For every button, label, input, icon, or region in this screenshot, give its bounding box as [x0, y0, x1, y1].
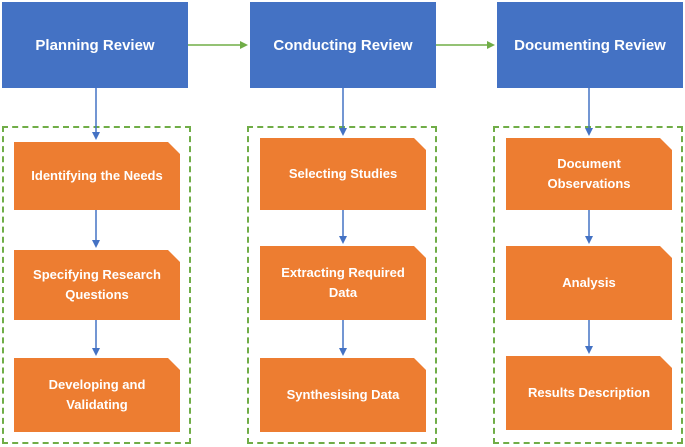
header-conducting-review: Conducting Review [250, 2, 436, 88]
step-results-description: Results Description [506, 356, 672, 430]
step-document-observations: Document Observations [506, 138, 672, 210]
step-synthesising-data: Synthesising Data [260, 358, 426, 432]
step-specifying-research-questions: Specifying Research Questions [14, 250, 180, 320]
group-conducting-review [247, 126, 437, 444]
header-documenting-review: Documenting Review [497, 2, 683, 88]
header-planning-review: Planning Review [2, 2, 188, 88]
step-extracting-required-data: Extracting Required Data [260, 246, 426, 320]
group-documenting-review [493, 126, 683, 444]
step-developing-and-validating: Developing and Validating [14, 358, 180, 432]
step-identifying-the-needs: Identifying the Needs [14, 142, 180, 210]
step-selecting-studies: Selecting Studies [260, 138, 426, 210]
step-analysis: Analysis [506, 246, 672, 320]
